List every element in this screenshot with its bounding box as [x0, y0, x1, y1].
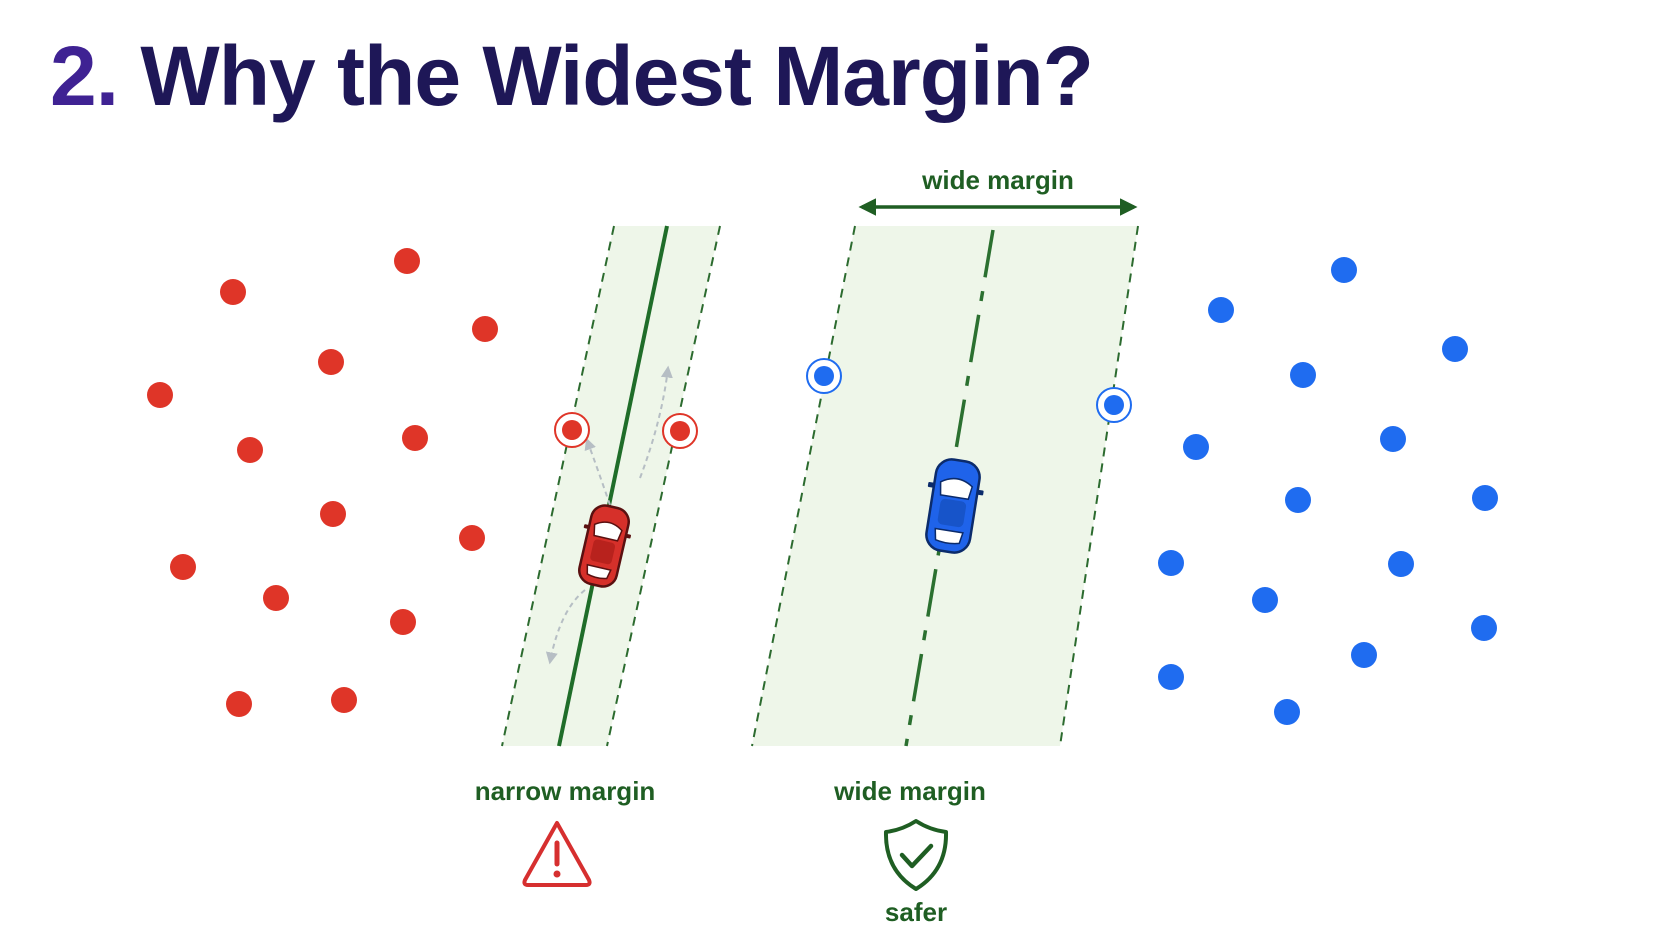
- red-point-4: [318, 349, 344, 375]
- blue-point-1: [1331, 257, 1357, 283]
- blue-point-13: [1351, 642, 1377, 668]
- narrow-margin-band: [501, 225, 721, 747]
- blue-point-4: [1290, 362, 1316, 388]
- narrow-margin-label: narrow margin: [475, 776, 656, 806]
- narrow-margin-left-boundary: [501, 225, 615, 747]
- wide-margin-right-boundary: [1059, 225, 1139, 747]
- shield-check-icon: [883, 819, 949, 891]
- blue-point-14: [1158, 664, 1184, 690]
- wide-margin-left-boundary: [751, 225, 856, 747]
- wide-margin-label: wide margin: [833, 776, 986, 806]
- wide-support-vectors: [806, 358, 1132, 423]
- title-number: 2.: [50, 29, 119, 123]
- narrow-margin-right-boundary: [606, 225, 721, 747]
- warning-triangle-icon: [522, 821, 592, 887]
- support-vector-red-right: [662, 413, 698, 449]
- red-point-10: [170, 554, 196, 580]
- red-point-11: [263, 585, 289, 611]
- red-class-points: [147, 248, 498, 717]
- blue-point-11: [1252, 587, 1278, 613]
- red-point-7: [402, 425, 428, 451]
- red-point-13: [226, 691, 252, 717]
- blue-car-icon: [925, 458, 984, 554]
- narrow-support-vectors: [554, 412, 698, 449]
- blue-class-points: [1158, 257, 1498, 725]
- red-point-1: [394, 248, 420, 274]
- blue-point-6: [1380, 426, 1406, 452]
- red-point-5: [147, 382, 173, 408]
- red-car-icon: [578, 504, 632, 588]
- blue-point-2: [1208, 297, 1234, 323]
- red-point-9: [459, 525, 485, 551]
- blue-point-8: [1472, 485, 1498, 511]
- red-point-14: [331, 687, 357, 713]
- blue-point-10: [1388, 551, 1414, 577]
- red-point-2: [220, 279, 246, 305]
- blue-point-7: [1285, 487, 1311, 513]
- safer-label: safer: [885, 897, 947, 927]
- red-point-8: [320, 501, 346, 527]
- top-margin-label: wide margin: [921, 165, 1074, 195]
- blue-point-5: [1183, 434, 1209, 460]
- support-vector-red-left: [554, 412, 590, 448]
- uncertainty-arrows: [545, 365, 673, 665]
- blue-point-3: [1442, 336, 1468, 362]
- red-point-6: [237, 437, 263, 463]
- page-title: 2. Why the Widest Margin?: [50, 28, 1094, 125]
- blue-point-15: [1274, 699, 1300, 725]
- red-point-3: [472, 316, 498, 342]
- title-text: Why the Widest Margin?: [140, 29, 1094, 123]
- blue-point-9: [1158, 550, 1184, 576]
- narrow-decision-boundary: [557, 225, 669, 747]
- red-point-12: [390, 609, 416, 635]
- support-vector-blue-right: [1096, 387, 1132, 423]
- support-vector-blue-left: [806, 358, 842, 394]
- blue-point-12: [1471, 615, 1497, 641]
